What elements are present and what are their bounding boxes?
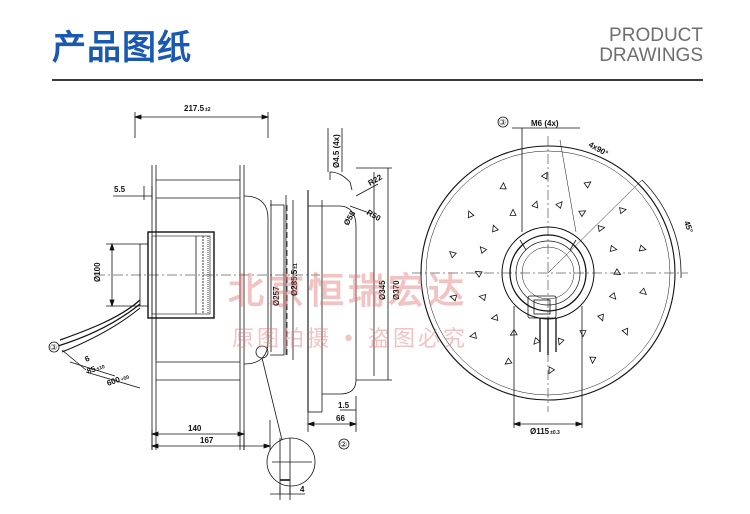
blade-slot [613,268,622,275]
watermark-line1: 北京恒瑞宏达 [228,270,468,312]
blade-slot [478,293,487,302]
blade-slot [557,337,565,346]
dim-depth-1: 140 [188,424,202,433]
blade-slots [449,171,647,375]
blade-slot [639,287,647,296]
dim-offset: 5.5 [114,185,126,194]
dim-ring-dia-1: Ø345 [378,280,387,300]
subtitle-line1: PRODUCT [609,25,703,46]
section-view [306,128,392,432]
dim-hub-dia: Ø100 [93,262,102,282]
blade-slot [619,207,627,215]
page-subtitle-en: PRODUCT DRAWINGS [599,26,703,66]
dim-overall-width: 217.5±2 [184,104,211,113]
blade-slot [479,246,488,255]
blade-slot [555,201,563,210]
blade-slot [531,200,539,209]
blade-slot [474,271,483,278]
dim-thread: M6 (4x) [531,119,559,128]
header-divider [52,79,703,81]
side-view [57,112,320,500]
blade-slot [621,327,629,336]
callout-3-side: ③ [50,343,57,352]
callout-2: ② [340,440,347,449]
dim-bolt-angle: 4x90° [587,140,610,158]
blade-slot [533,336,541,345]
dim-tilt-angle: 45° [682,220,695,234]
blade-slot [469,331,477,339]
blade-slot [509,208,517,216]
blade-slot [589,356,597,365]
blade-slot [449,294,458,302]
dim-cable-c: 600+50 [106,372,131,388]
front-view [412,127,688,428]
dim-cable-a: 6 [84,354,92,364]
dim-flange-thk: 1.5 [338,401,350,410]
callout-markers [48,116,509,450]
page-title: 产品图纸 [52,28,192,68]
blade-slot [509,328,518,336]
dim-depth-2: 167 [200,436,214,445]
blade-slot [467,210,475,219]
dim-inlet-dia: Ø257 [272,286,281,306]
callout-3-front: ③ [499,118,506,127]
blade-slot [597,313,604,322]
blade-slot [499,181,507,190]
dim-pcd: Ø115±0.3 [530,427,560,436]
blade-slot [548,366,556,375]
blade-slot [583,181,592,189]
subtitle-line2: DRAWINGS [599,45,703,66]
dim-cable-b: 85±10 [86,361,106,376]
blade-slot [608,291,617,300]
blade-slot [638,244,647,252]
dim-hole-dia: Ø4.5 (4x) [332,134,341,168]
watermark-line2: 原图拍摄 • 盗图必究 [232,327,468,352]
dim-flange-w: 66 [336,414,345,423]
blade-slot [449,250,457,259]
dim-detail-w: 4 [300,485,305,494]
blade-slot [597,225,606,233]
blade-slot [579,330,587,338]
dim-impeller-dia: Ø285.5±1 [290,263,299,296]
dim-ring-dia-2: Ø370 [392,280,401,300]
blade-slot [504,357,513,365]
blade-slot [540,171,548,180]
blade-slot [492,224,499,233]
blade-slot [578,210,587,218]
blade-slot [490,313,499,321]
blade-slot [609,244,618,253]
